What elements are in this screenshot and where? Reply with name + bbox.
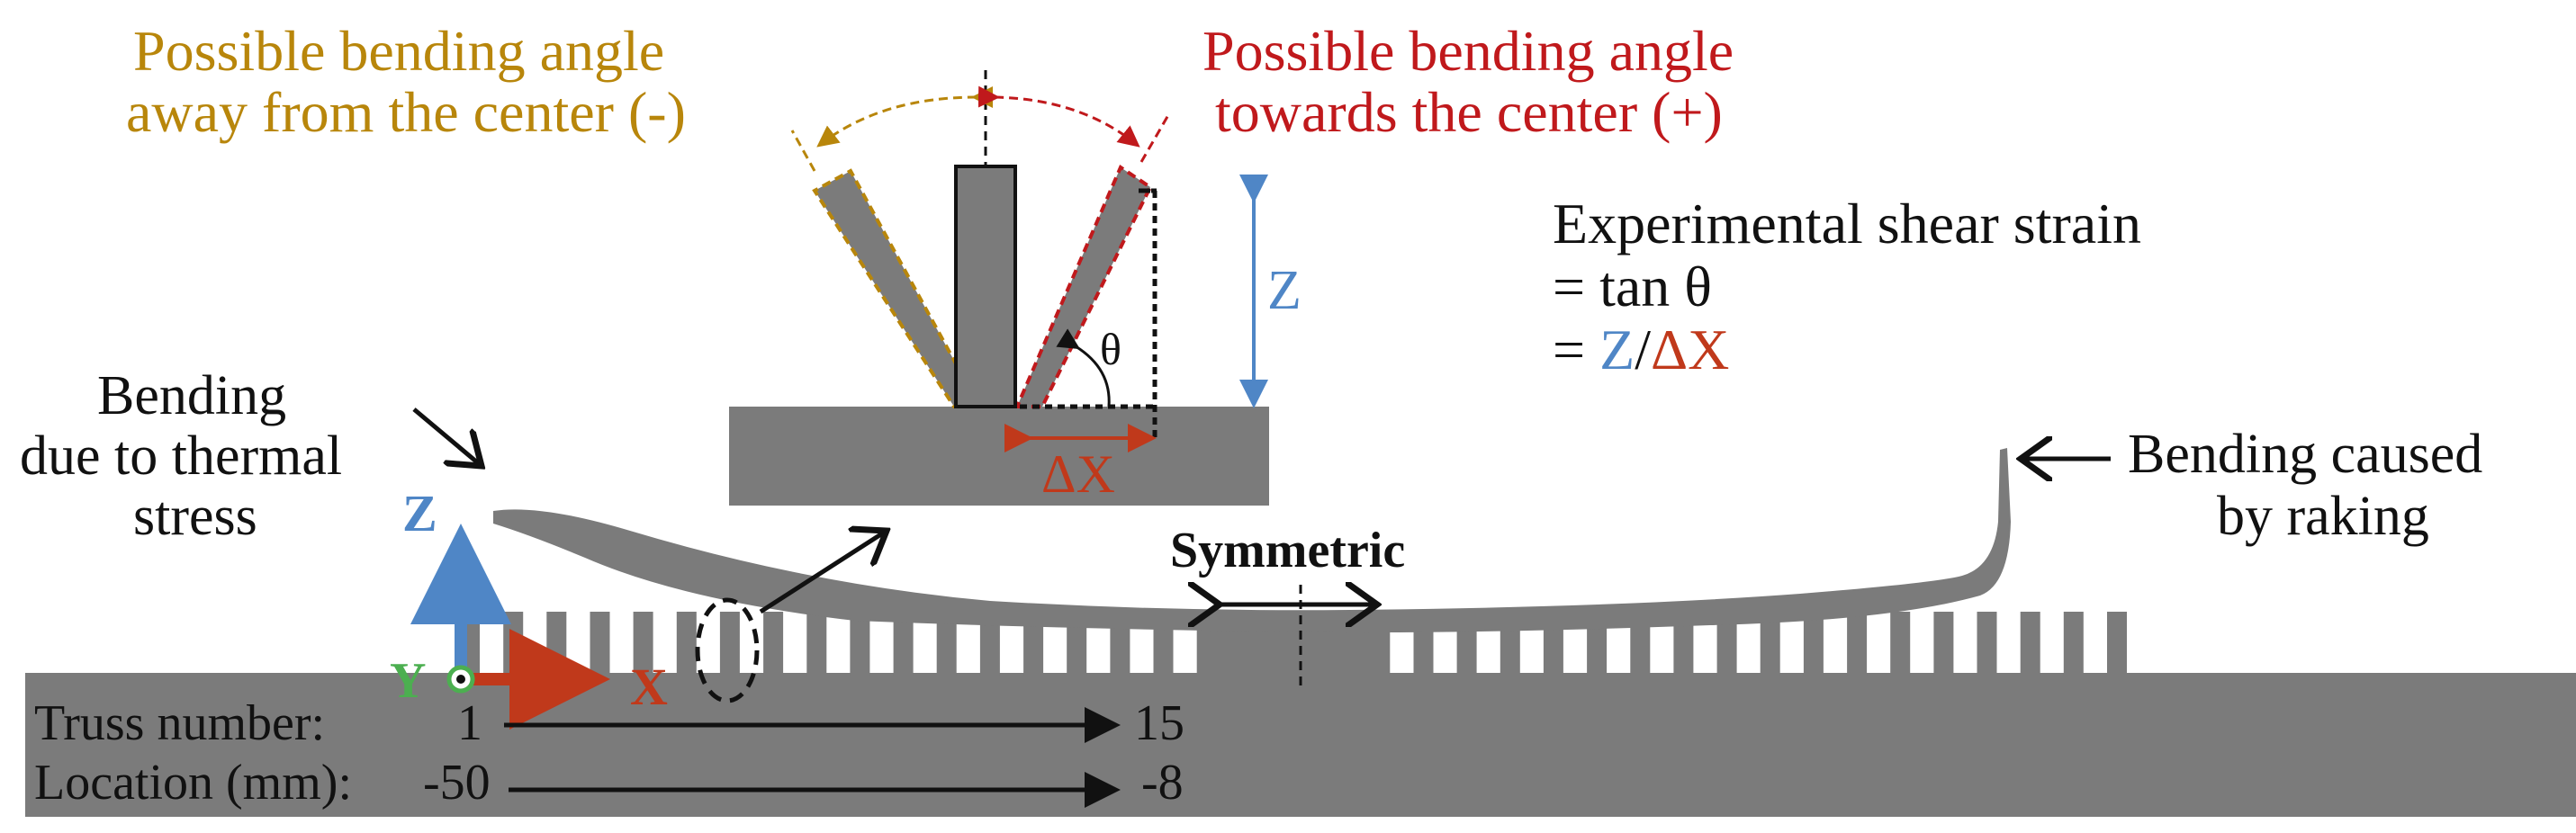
truss-pillar <box>1587 621 1608 676</box>
truss-pillar <box>1153 618 1174 676</box>
truss-pillar <box>1023 614 1044 676</box>
truss-pillar <box>2020 612 2040 676</box>
left-bar-extension <box>790 130 816 172</box>
top-sheet <box>493 448 2011 633</box>
truss-pillar <box>1760 618 1780 676</box>
axis-y-label: Y <box>390 653 426 709</box>
truss-pillar <box>1673 619 1694 676</box>
truss-pillar <box>546 612 567 676</box>
truss-pillar <box>1543 621 1563 676</box>
highlight-pointer <box>759 531 887 614</box>
right-bar-extension <box>1139 114 1170 163</box>
strain-label: Experimental shear strain <box>1553 192 2141 255</box>
truss-pillar <box>1067 615 1087 676</box>
theta-arc <box>1056 328 1111 408</box>
raking-label-line2: by raking <box>2217 486 2429 547</box>
inset-dx-label: ΔX <box>1041 444 1115 504</box>
truss-pillar <box>763 612 784 676</box>
towards-angle-arc <box>977 85 1140 148</box>
location-start-value: -50 <box>423 755 491 811</box>
truss-pillar <box>1847 612 1868 676</box>
highlight-ellipse <box>695 597 760 703</box>
thermal-label-line1: Bending <box>97 365 286 426</box>
y-axis-origin-dot <box>456 675 465 684</box>
truss-pillar <box>1977 612 1997 676</box>
truss-pillar <box>1630 620 1651 676</box>
strain-ratio-line: = Z/ΔX <box>1553 318 1729 381</box>
inset-plate <box>729 407 1269 506</box>
truss-pillar <box>1500 622 1520 676</box>
truss-pillar <box>850 612 870 676</box>
truss-pillar <box>1890 612 1911 676</box>
center-bar <box>954 165 1017 408</box>
away-angle-arc <box>816 85 994 148</box>
inset-z-label: Z <box>1267 260 1302 321</box>
truss-pillar <box>676 612 697 676</box>
truss-pillar <box>719 612 740 676</box>
location-label: Location (mm): <box>34 755 352 811</box>
symmetric-label: Symmetric <box>1170 523 1405 578</box>
towards-angle-label-line1: Possible bending angle <box>1202 19 1734 83</box>
truss-start-value: 1 <box>457 695 482 751</box>
truss-pillar <box>503 612 524 676</box>
strain-tan-line: = tan θ <box>1553 255 1712 318</box>
truss-pillar <box>936 612 957 676</box>
location-end-value: -8 <box>1141 755 1184 811</box>
truss-pillar <box>1110 617 1130 676</box>
truss-pillar <box>1933 612 1954 676</box>
axis-z-label: Z <box>402 484 437 542</box>
truss-pillar <box>590 612 610 676</box>
raking-label-line1: Bending caused <box>2128 424 2482 485</box>
inset-detail: Z θ ΔX <box>729 70 1302 506</box>
away-angle-label-line2: away from the center (-) <box>126 80 686 144</box>
truss-pillar <box>1716 619 1737 676</box>
truss-pillar <box>806 612 827 676</box>
thermal-arrow <box>412 408 482 466</box>
truss-number-label: Truss number: <box>34 695 325 751</box>
truss-pillar <box>2107 612 2127 676</box>
towards-angle-label-line2: towards the center (+) <box>1215 80 1723 144</box>
truss-pillar <box>1456 623 1477 676</box>
base-plate <box>25 673 2576 817</box>
thermal-label-line2: due to thermal <box>20 425 342 487</box>
thermal-label-line3: stress <box>133 486 257 547</box>
truss-pillar <box>1803 616 1824 676</box>
truss-pillar <box>979 612 1000 676</box>
axis-x-label: X <box>630 658 668 716</box>
measure-box <box>1143 191 1155 439</box>
away-angle-label-line1: Possible bending angle <box>133 19 664 83</box>
truss-pillar <box>633 612 653 676</box>
truss-pillar <box>893 612 914 676</box>
truss-pillar <box>2063 612 2084 676</box>
right-bent-bar <box>1013 165 1153 408</box>
truss-end-value: 15 <box>1134 695 1184 751</box>
truss-pillar <box>1413 623 1434 676</box>
inset-theta-label: θ <box>1100 324 1121 374</box>
